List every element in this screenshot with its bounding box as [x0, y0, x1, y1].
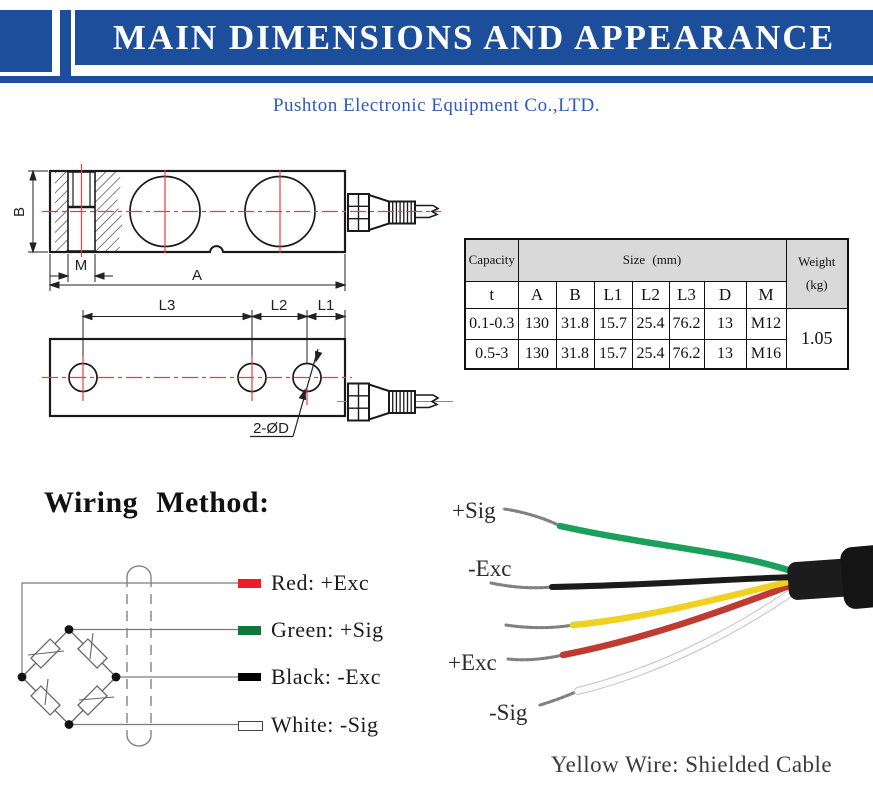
cell-weight: 1.05 [785, 307, 849, 370]
legend-swatch-red [238, 578, 261, 588]
header-divider-line [0, 76, 873, 83]
bridge-node [17, 672, 27, 682]
wire-label-sig-pos: +Sig [452, 498, 496, 523]
cable-sheath-symbol [126, 565, 152, 747]
cell: M16 [745, 338, 787, 370]
wire-label-exc-pos: +Exc [448, 650, 497, 675]
dim-label-a: A [192, 267, 202, 284]
cell: 13 [703, 338, 747, 370]
cell: 13 [703, 307, 747, 340]
cell: 15.7 [593, 338, 633, 370]
dimension-m [50, 254, 113, 282]
header-accent-square [0, 10, 52, 72]
wires [549, 522, 806, 695]
cell: 76.2 [668, 307, 705, 340]
col-header-b: B [555, 280, 595, 309]
legend-label-green: Green: +Sig [271, 617, 384, 642]
dim-label-l3: L3 [159, 297, 176, 314]
cable-photo [489, 507, 873, 707]
legend-label-red: Red: +Exc [271, 570, 370, 595]
side-view: B M A [11, 164, 441, 291]
col-header-d: D [703, 280, 747, 309]
header-weight: Weight (kg) [785, 238, 849, 309]
cell-capacity: 0.5-3 [464, 338, 519, 370]
page-title: MAIN DIMENSIONS AND APPEARANCE [75, 10, 873, 65]
red-wire [559, 578, 804, 659]
black-wire [549, 574, 803, 590]
wiring-bridge-diagram [17, 565, 238, 747]
cell: 25.4 [631, 307, 670, 340]
centerlines-top [42, 356, 352, 405]
cell: 25.4 [631, 338, 670, 370]
wire-label-sig-neg: -Sig [489, 700, 528, 725]
hole-note-label: 2-ØD [253, 420, 289, 437]
white-wire-edge [574, 581, 806, 695]
cell: 31.8 [555, 338, 595, 370]
weight-unit: (kg) [805, 277, 828, 293]
bridge-node [64, 625, 74, 634]
legend-label-black: Black: -Exc [271, 664, 381, 689]
col-header-t: t [464, 280, 519, 309]
cable-connector-top [337, 382, 453, 422]
weight-label: Weight [798, 254, 836, 270]
legend-swatch-white [238, 720, 263, 731]
col-header-l1: L1 [593, 280, 633, 309]
company-subtitle: Pushton Electronic Equipment Co.,LTD. [272, 95, 601, 116]
cell: 15.7 [593, 307, 633, 340]
dimension-a [48, 254, 347, 291]
white-wire [575, 582, 805, 694]
wiring-method-title: Wiring Method: [44, 486, 270, 519]
dimension-b [28, 169, 48, 254]
col-header-a: A [517, 280, 557, 309]
centerlines-side [42, 164, 441, 257]
cell: 31.8 [555, 307, 595, 340]
stripped-strands [489, 507, 580, 707]
green-wire [556, 522, 804, 578]
hole-diameter-callout [250, 348, 323, 438]
yellow-wire [569, 575, 804, 629]
photo-caption: Yellow Wire: Shielded Cable [550, 752, 833, 777]
header-accent-bar [60, 10, 71, 78]
spec-table: Capacity Size (mm) Weight (kg) t A B L1 … [464, 238, 849, 370]
bridge-node [111, 672, 121, 682]
dimension-drawing: B M A [11, 164, 453, 438]
legend-swatch-black [238, 673, 261, 681]
wire-label-exc-neg: -Exc [468, 556, 512, 581]
dim-label-l2: L2 [271, 297, 288, 314]
dim-label-m: M [75, 257, 88, 274]
col-header-l3: L3 [668, 280, 705, 309]
legend-label-white: White: -Sig [271, 712, 379, 737]
cell: 130 [517, 338, 557, 370]
col-header-m: M [745, 280, 787, 309]
legend-swatch-green [238, 625, 261, 635]
cell-capacity: 0.1-0.3 [464, 307, 519, 340]
table-row: 0.5-3 130 31.8 15.7 25.4 76.2 13 M16 [464, 338, 848, 370]
dim-label-l1: L1 [318, 297, 335, 314]
col-header-l2: L2 [631, 280, 670, 309]
dim-label-b: B [11, 207, 28, 217]
cell: M12 [745, 307, 787, 340]
cable-jacket [787, 545, 873, 609]
top-view: L3 L2 L1 2-ØD [42, 297, 453, 438]
table-row: 0.1-0.3 130 31.8 15.7 25.4 76.2 13 M12 1… [464, 307, 849, 370]
cell: 76.2 [668, 338, 705, 370]
wheatstone-bridge [21, 628, 117, 726]
bridge-lead-wires [21, 582, 238, 726]
cell: 130 [517, 307, 557, 340]
bridge-node [64, 720, 74, 729]
header-capacity: Capacity [464, 238, 519, 282]
header-size: Size (mm) [517, 238, 787, 282]
dimension-l [81, 310, 347, 364]
cable-connector-side [347, 193, 440, 232]
